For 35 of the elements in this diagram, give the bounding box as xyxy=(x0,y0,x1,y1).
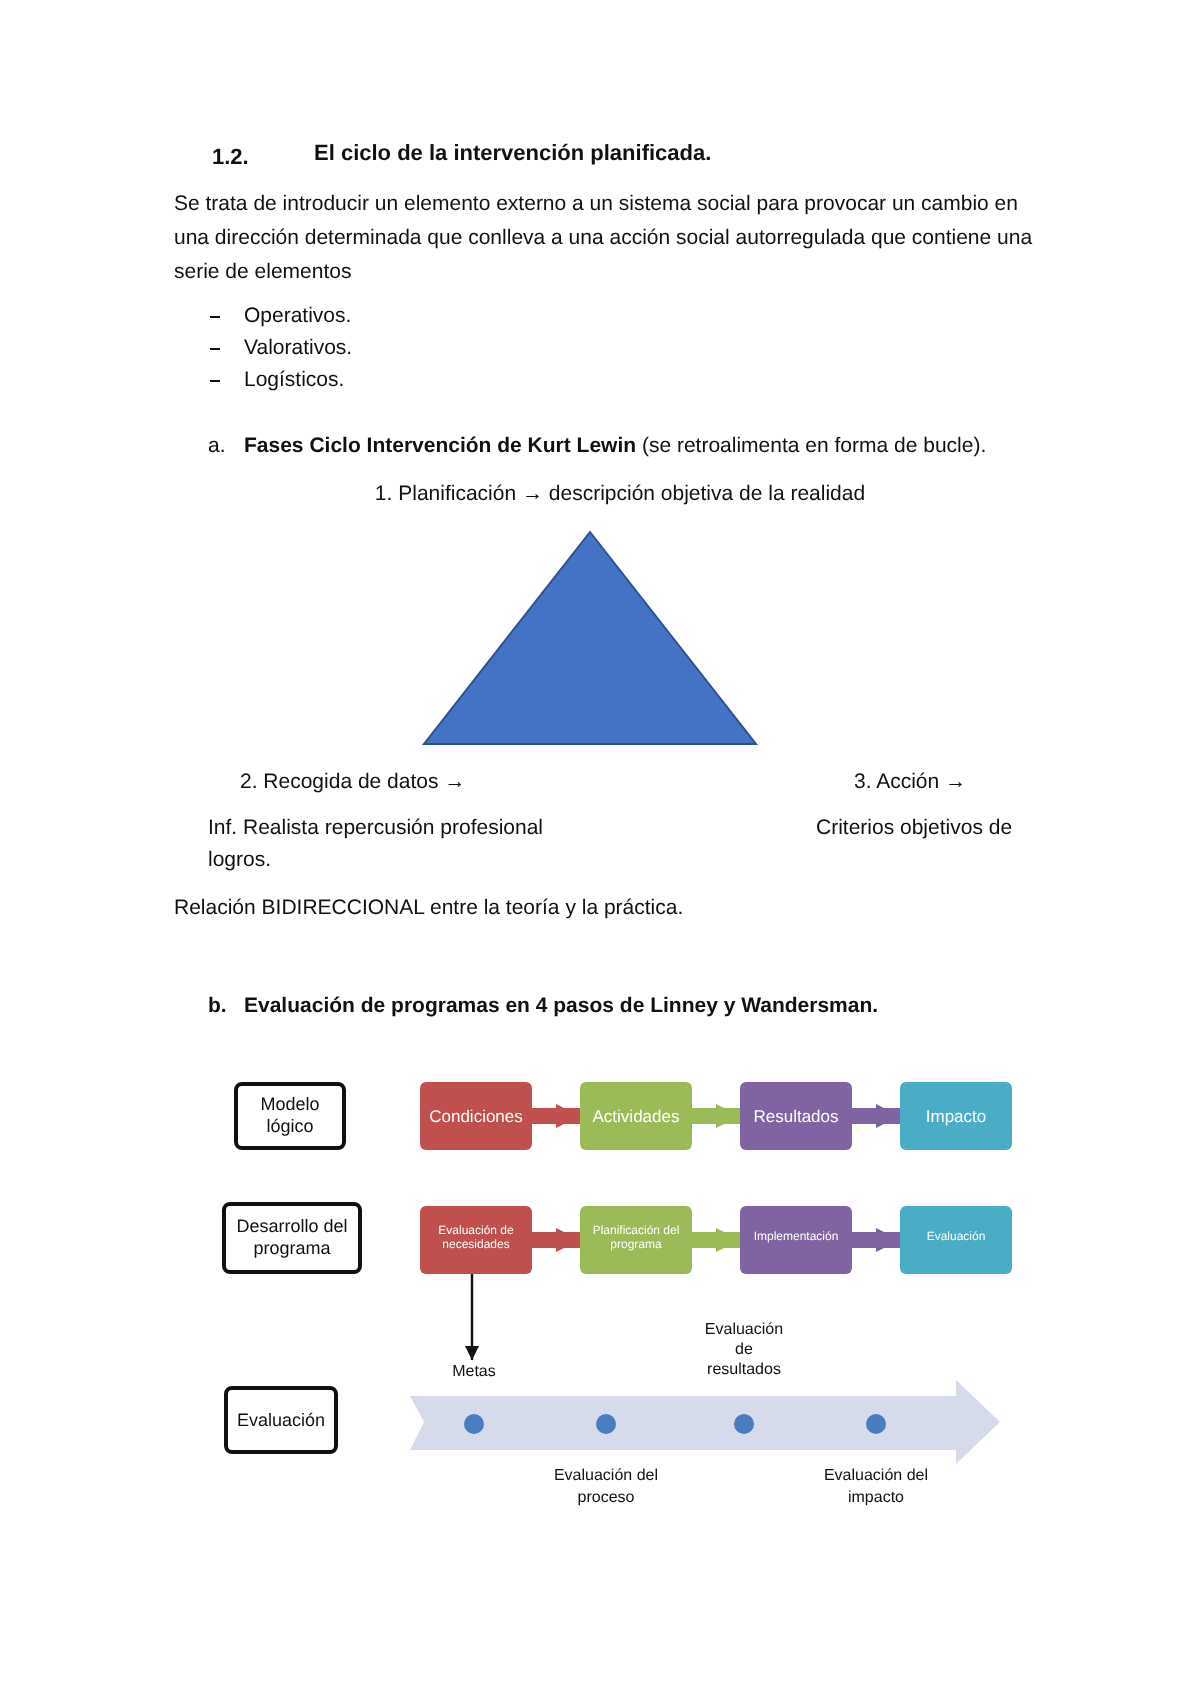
text-label: logros. xyxy=(208,846,272,876)
arrow xyxy=(465,1274,479,1360)
text-label: 1. Planificación → descripción objetiva de la realidad xyxy=(374,480,866,510)
text-label: Fases Ciclo Intervención de Kurt Lewin (se retroalimenta en forma de bucle). xyxy=(244,432,987,462)
arrow xyxy=(532,1104,580,1128)
list-item: Logísticos. xyxy=(244,366,345,396)
text-label: Criterios objetivos de xyxy=(816,814,1013,844)
arrow xyxy=(692,1228,740,1252)
process-box: Actividades xyxy=(580,1082,692,1150)
text-label: Evaluación de resultados xyxy=(702,1320,786,1380)
text-label: Relación BIDIRECCIONAL entre la teoría y la práctica. xyxy=(174,894,684,924)
process-box: Impacto xyxy=(900,1082,1012,1150)
text-label: 1.2. xyxy=(212,144,249,174)
arrow xyxy=(532,1228,580,1252)
text-label: 3. Acción → xyxy=(854,768,967,798)
text-label: Inf. Realista repercusión profesional xyxy=(208,814,544,844)
text-label: Evaluación de programas en 4 pasos de Linney y Wandersman. xyxy=(244,992,879,1022)
process-box: Condiciones xyxy=(420,1082,532,1150)
text-label: a. xyxy=(208,432,226,462)
step-label: Metas xyxy=(442,1360,506,1384)
list-item: Operativos. xyxy=(244,302,352,332)
text-label: Se trata de introducir un elemento externo a un sistema social para provocar un cambio en una dirección determinada que conlleva a una acción social autorregulada que contiene una serie de elementos xyxy=(174,190,1034,288)
label-box: Modelo lógico xyxy=(234,1082,346,1150)
text-label: Evaluación del impacto xyxy=(822,1464,930,1508)
section-title: El ciclo de la intervención planificada. xyxy=(314,142,712,166)
arrow xyxy=(852,1104,900,1128)
arrow xyxy=(852,1228,900,1252)
label-box: Evaluación xyxy=(224,1386,338,1454)
arrow xyxy=(692,1104,740,1128)
text-label: b. xyxy=(208,992,227,1022)
label-box: Desarrollo del programa xyxy=(222,1202,362,1274)
text-label: 2. Recogida de datos → xyxy=(240,768,466,798)
list-item: Valorativos. xyxy=(244,334,353,364)
text-label: Evaluación del proceso xyxy=(552,1464,660,1508)
process-box: Resultados xyxy=(740,1082,852,1150)
